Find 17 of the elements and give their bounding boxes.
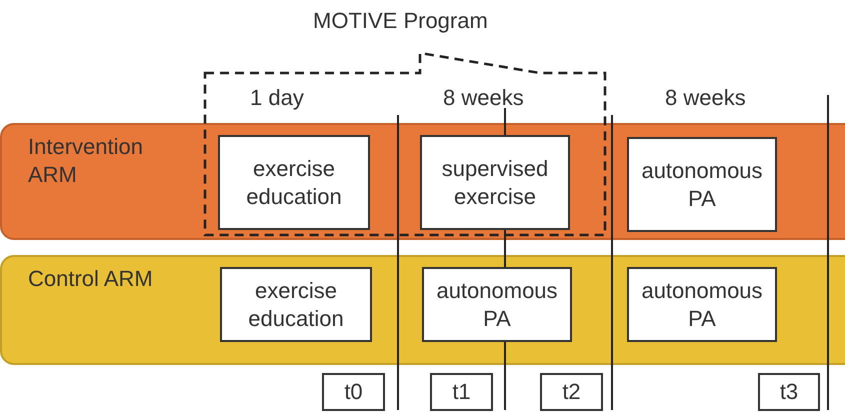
arm-band (0, 255, 845, 365)
timepoint-box: t0 (322, 373, 385, 411)
timepoint-box: t1 (430, 373, 493, 411)
timepoint-box: t2 (540, 373, 603, 411)
arm-label: Control ARM (28, 265, 154, 293)
program-title: MOTIVE Program (313, 7, 488, 35)
duration-label: 8 weeks (443, 84, 524, 112)
arm-label: Intervention ARM (28, 133, 144, 189)
duration-label: 8 weeks (665, 84, 746, 112)
phase-box: exercise education (218, 135, 370, 230)
phase-box: autonomous PA (627, 137, 777, 232)
phase-box: autonomous PA (627, 267, 777, 342)
phase-box: exercise education (220, 267, 372, 342)
timepoint-box: t3 (758, 373, 820, 411)
duration-label: 1 day (250, 84, 304, 112)
phase-box: supervised exercise (420, 135, 570, 230)
phase-box: autonomous PA (422, 267, 572, 342)
